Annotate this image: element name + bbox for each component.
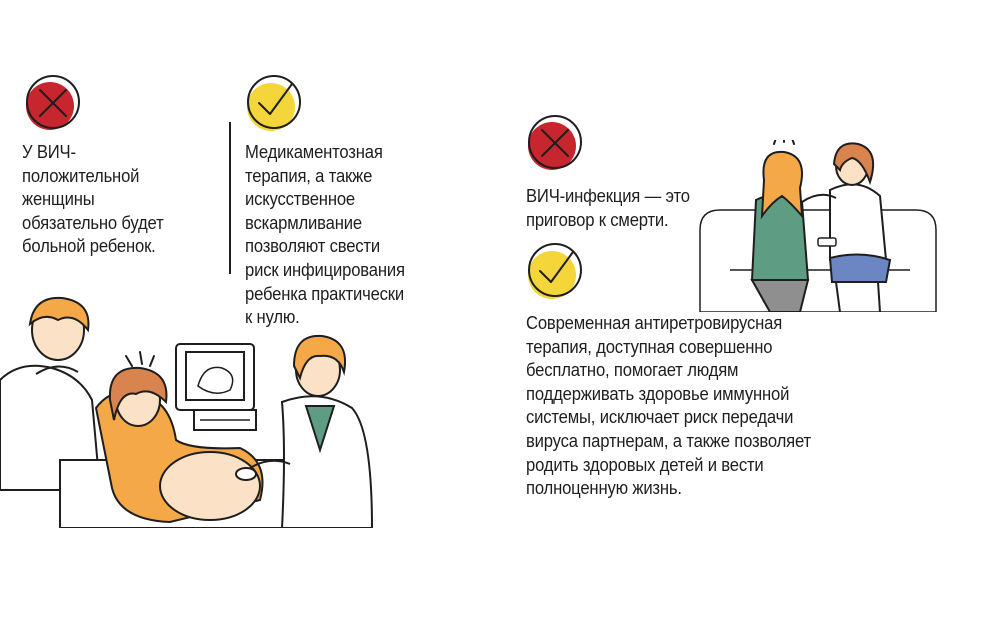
column-divider xyxy=(229,122,231,274)
fact-check-icon-right xyxy=(524,240,586,302)
ultrasound-scene-illustration xyxy=(0,290,380,528)
fact-check-icon-left xyxy=(243,72,305,134)
support-scene-illustration xyxy=(690,140,946,312)
fact-text-right: Современная антиретровирусная терапия, д… xyxy=(526,312,811,499)
myth-text-left: У ВИЧ- положительной женщины обязательно… xyxy=(22,141,164,257)
fact-text-left: Медикаментозная терапия, а также искусст… xyxy=(245,141,405,328)
myth-cross-icon-right xyxy=(524,112,586,174)
myth-cross-icon-left xyxy=(22,72,84,134)
myth-text-right: ВИЧ-инфекция — это приговор к смерти. xyxy=(526,185,690,230)
